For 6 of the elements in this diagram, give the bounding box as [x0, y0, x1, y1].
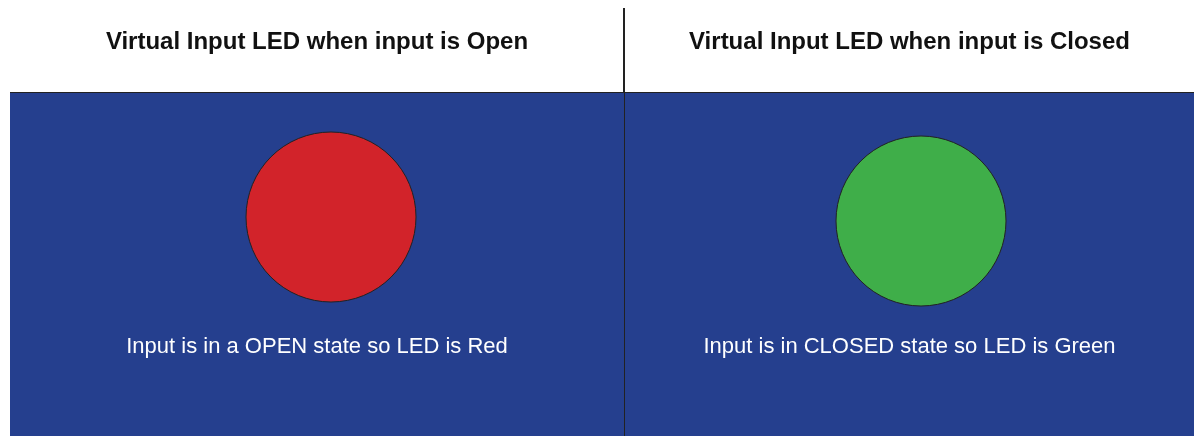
state-description: Input is in CLOSED state so LED is Green	[702, 333, 1117, 359]
panel-heading: Virtual Input LED when input is Open	[104, 27, 530, 55]
led-circle	[245, 131, 417, 303]
panel-heading: Virtual Input LED when input is Closed	[688, 27, 1131, 55]
led-circle	[835, 135, 1007, 307]
state-description: Input is in a OPEN state so LED is Red	[125, 333, 509, 359]
